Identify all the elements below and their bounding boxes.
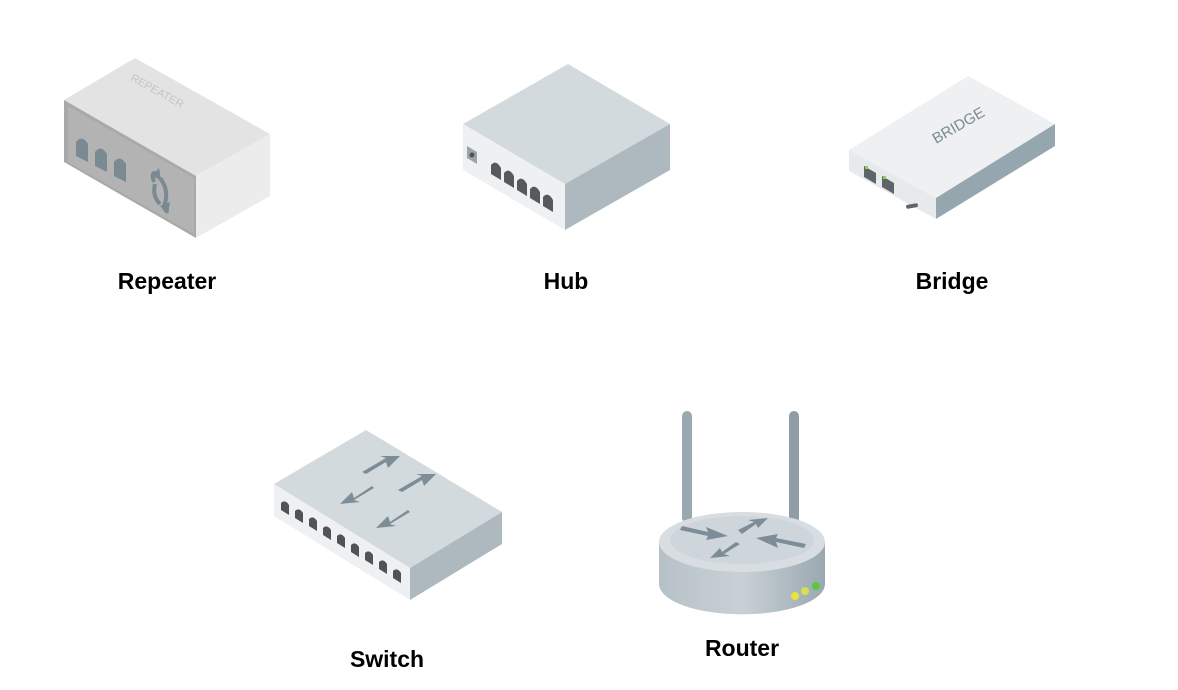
router-antenna-left <box>682 411 692 523</box>
switch-arrows-icon <box>340 456 436 528</box>
router-arrows-icon <box>680 518 806 558</box>
repeater-device: REPEATER <box>60 56 275 242</box>
switch-ports <box>281 501 401 583</box>
bridge-device: BRIDGE <box>846 74 1058 222</box>
repeater-side-face <box>196 134 270 238</box>
switch-top-face <box>274 430 502 568</box>
repeater-port-2 <box>95 148 107 172</box>
bridge-top-face <box>849 76 1055 198</box>
hub-port-2 <box>504 170 514 188</box>
repeater-port-3 <box>114 158 126 182</box>
hub-port-3 <box>517 178 527 196</box>
switch-icon <box>274 430 502 600</box>
bridge-side-face <box>936 124 1055 219</box>
hub-device <box>460 62 672 234</box>
repeater-arrow-head-2 <box>160 202 170 214</box>
hub-label: Hub <box>543 268 589 294</box>
router-led-green <box>812 582 820 590</box>
bridge-port-2 <box>882 176 894 194</box>
hub-side-face <box>565 124 670 230</box>
bridge-port-1-led <box>865 166 868 169</box>
router-top-plate <box>670 516 814 564</box>
hub-top-face <box>463 64 670 184</box>
repeater-top-face <box>64 58 270 176</box>
router-antenna-right <box>789 411 799 523</box>
hub-icon <box>463 64 670 230</box>
repeater-front-panel <box>68 106 194 234</box>
hub-port-4 <box>530 186 540 204</box>
bridge-slot <box>906 203 918 209</box>
repeater-port-1 <box>76 138 88 162</box>
hub-port-5 <box>543 194 553 212</box>
repeater-icon: REPEATER <box>64 58 270 238</box>
router-device <box>656 408 832 620</box>
router-icon <box>659 411 825 615</box>
router-led-yellow-2 <box>801 587 809 595</box>
router-label: Router <box>704 635 780 661</box>
hub-power-dot <box>469 152 475 158</box>
router-led-yellow-1 <box>791 592 799 600</box>
switch-label: Switch <box>349 646 425 672</box>
switch-device <box>272 428 504 604</box>
switch-side-face <box>410 512 502 600</box>
hub-port-1 <box>491 162 501 180</box>
repeater-arrow-head-1 <box>152 168 161 180</box>
bridge-port-1 <box>864 166 876 184</box>
bridge-icon: BRIDGE <box>849 76 1055 219</box>
repeater-label: Repeater <box>117 268 217 294</box>
bridge-label: Bridge <box>915 268 989 294</box>
bridge-port-2-led <box>883 176 886 179</box>
